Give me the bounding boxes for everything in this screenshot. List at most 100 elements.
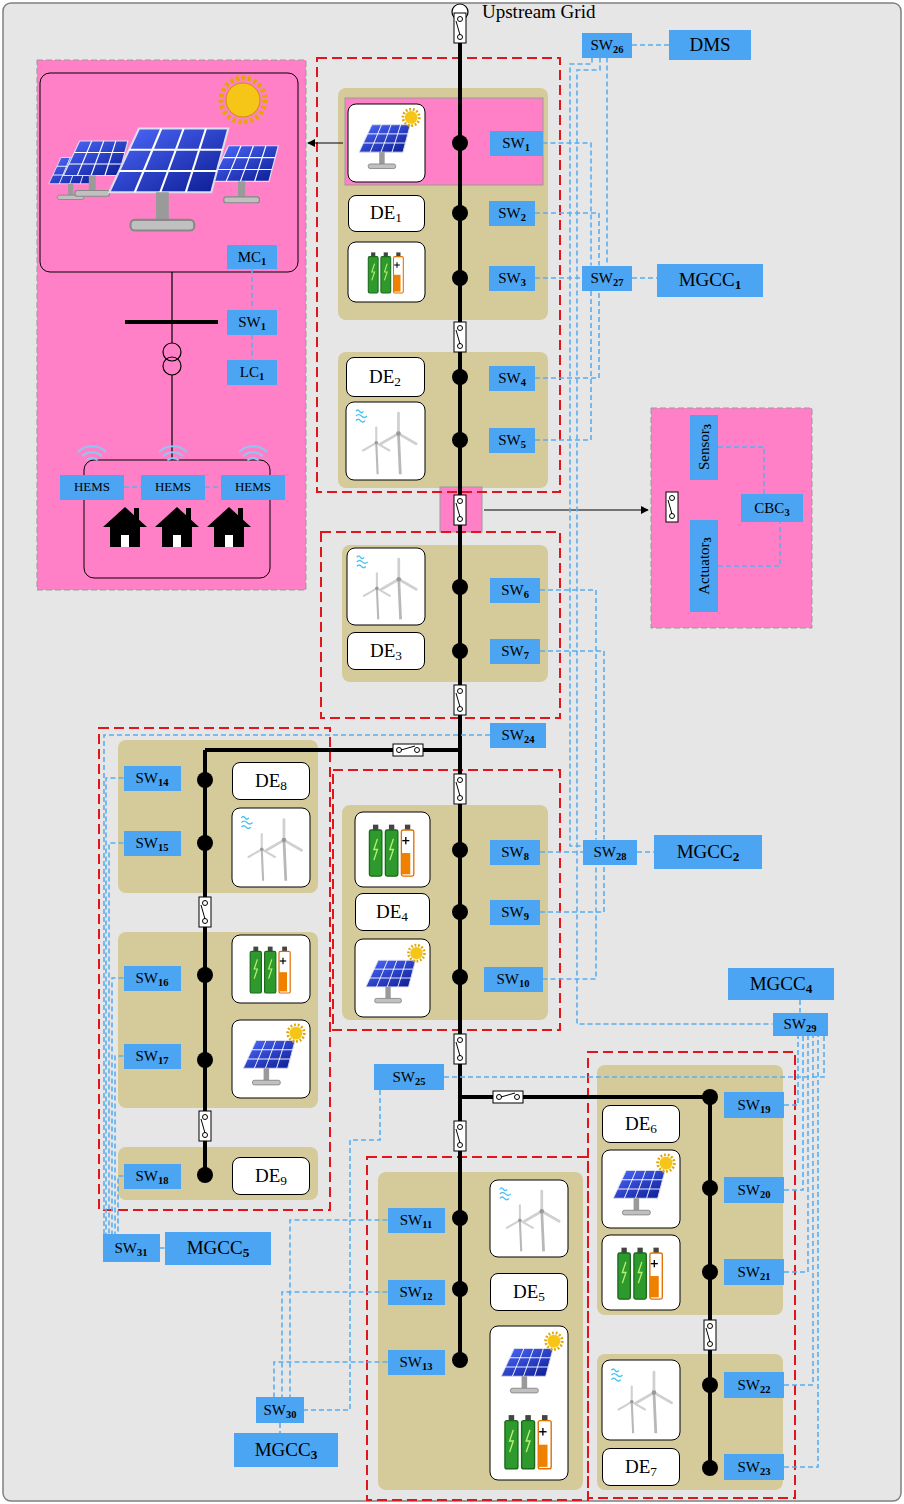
- wireless-wave: [239, 446, 267, 452]
- breaker-contact: [497, 1095, 502, 1100]
- bus-node: [452, 205, 468, 221]
- link-line: [251, 335, 253, 360]
- text-index: 16: [158, 976, 169, 987]
- breaker-blade: [201, 905, 205, 919]
- link-line: [205, 486, 221, 488]
- switch-box: SW19: [724, 1092, 784, 1118]
- text-part: MGCC: [677, 841, 733, 862]
- text-part: DE: [370, 640, 395, 661]
- batt-icon: [505, 1415, 551, 1469]
- link-line: [637, 851, 654, 853]
- link-line: [109, 843, 124, 1234]
- link-line: [784, 1036, 808, 1273]
- breaker-blade: [706, 1328, 710, 1342]
- text-index: 5: [521, 438, 526, 449]
- pv-icon: [366, 945, 425, 1003]
- batt-icon: [250, 947, 290, 993]
- sun-rays: [221, 78, 265, 122]
- breaker-contact: [458, 1143, 463, 1148]
- breaker-contact: [458, 707, 463, 712]
- link-line: [535, 291, 599, 379]
- text-index: 3: [784, 506, 789, 517]
- busbar: [125, 320, 218, 324]
- breaker-symbol: [393, 744, 423, 756]
- text-part: SW: [393, 1069, 416, 1085]
- link-line: [106, 778, 124, 1234]
- link-line: [540, 851, 583, 853]
- breaker-contact: [203, 1115, 208, 1120]
- text-part: SW: [501, 844, 524, 860]
- text-part: DE: [625, 1456, 650, 1477]
- node-label: MGCC2: [677, 842, 740, 863]
- generator-box: DE4: [355, 893, 430, 931]
- wireless-wave: [167, 458, 178, 460]
- bus-node: [452, 369, 468, 385]
- text-index: 20: [760, 1188, 771, 1199]
- node-label: HEMS: [235, 480, 271, 494]
- text-index: 13: [422, 1360, 433, 1371]
- bus-node: [452, 969, 468, 985]
- generator-box: DE8: [232, 762, 310, 800]
- house-body: [162, 527, 192, 547]
- transformer-coil: [163, 343, 181, 361]
- node-label: MGCC5: [187, 1238, 250, 1259]
- text-part: MGCC: [750, 973, 806, 994]
- switch-box: SW15: [124, 831, 181, 856]
- link-line: [115, 1056, 124, 1234]
- text-index: 26: [613, 43, 624, 54]
- text-part: SW: [264, 1402, 287, 1418]
- text-part: SW: [136, 1048, 159, 1064]
- text-index: 24: [524, 733, 535, 744]
- generator-box: DE9: [232, 1157, 310, 1195]
- bus-node: [452, 135, 468, 151]
- node-label: LC1: [240, 364, 264, 381]
- bus-line: [458, 20, 462, 1362]
- generator-box: DE7: [602, 1448, 680, 1486]
- bus-node: [197, 1167, 213, 1183]
- text-part: MC: [238, 249, 261, 265]
- text-part: DE: [370, 202, 395, 223]
- switch-box: SW23: [724, 1454, 784, 1480]
- house-door: [173, 535, 181, 547]
- breaker-blade: [456, 782, 460, 796]
- switch-box: LC1: [227, 360, 277, 385]
- generator-box: DE2: [346, 357, 425, 397]
- link-line: [104, 735, 490, 1234]
- text-part: MGCC: [679, 269, 735, 290]
- switch-box: SW9: [490, 900, 540, 925]
- text-index: 1: [259, 370, 264, 381]
- text-part: SW: [498, 270, 521, 286]
- wireless-wave: [78, 446, 106, 452]
- controller-box: MGCC1: [657, 264, 763, 297]
- text-index: 3: [395, 648, 402, 663]
- node-label: SW5: [498, 432, 526, 449]
- icon-frame: [355, 939, 430, 1017]
- text-part: SW: [501, 582, 524, 598]
- highlight-panel: [345, 98, 543, 185]
- icon-frame: [602, 1360, 680, 1440]
- breaker-body: [393, 744, 423, 756]
- generator-box: DE3: [347, 632, 425, 670]
- link-line: [540, 865, 604, 913]
- wireless-wave: [86, 458, 97, 460]
- breaker-contact: [458, 517, 463, 522]
- icon-frame: [232, 1020, 310, 1098]
- bus-node: [452, 643, 468, 659]
- breaker-body: [493, 1091, 523, 1103]
- breaker-body: [454, 774, 466, 804]
- link-line: [535, 213, 599, 266]
- generator-box: DE6: [602, 1105, 680, 1143]
- breaker-blade: [201, 1119, 205, 1133]
- node-label: SW22: [738, 1377, 771, 1394]
- node-label: SW2: [498, 205, 526, 222]
- node-label: SW17: [136, 1048, 169, 1065]
- switch-box: SW2: [489, 201, 535, 226]
- breaker-contact: [458, 689, 463, 694]
- breaker-contact: [415, 748, 420, 753]
- text-part: SW: [502, 727, 525, 743]
- breaker-symbol: [454, 495, 466, 525]
- node-label: SW6: [501, 582, 529, 599]
- node-label: DE4: [376, 902, 408, 923]
- feeder-line: [171, 272, 172, 343]
- breaker-body: [704, 1320, 716, 1350]
